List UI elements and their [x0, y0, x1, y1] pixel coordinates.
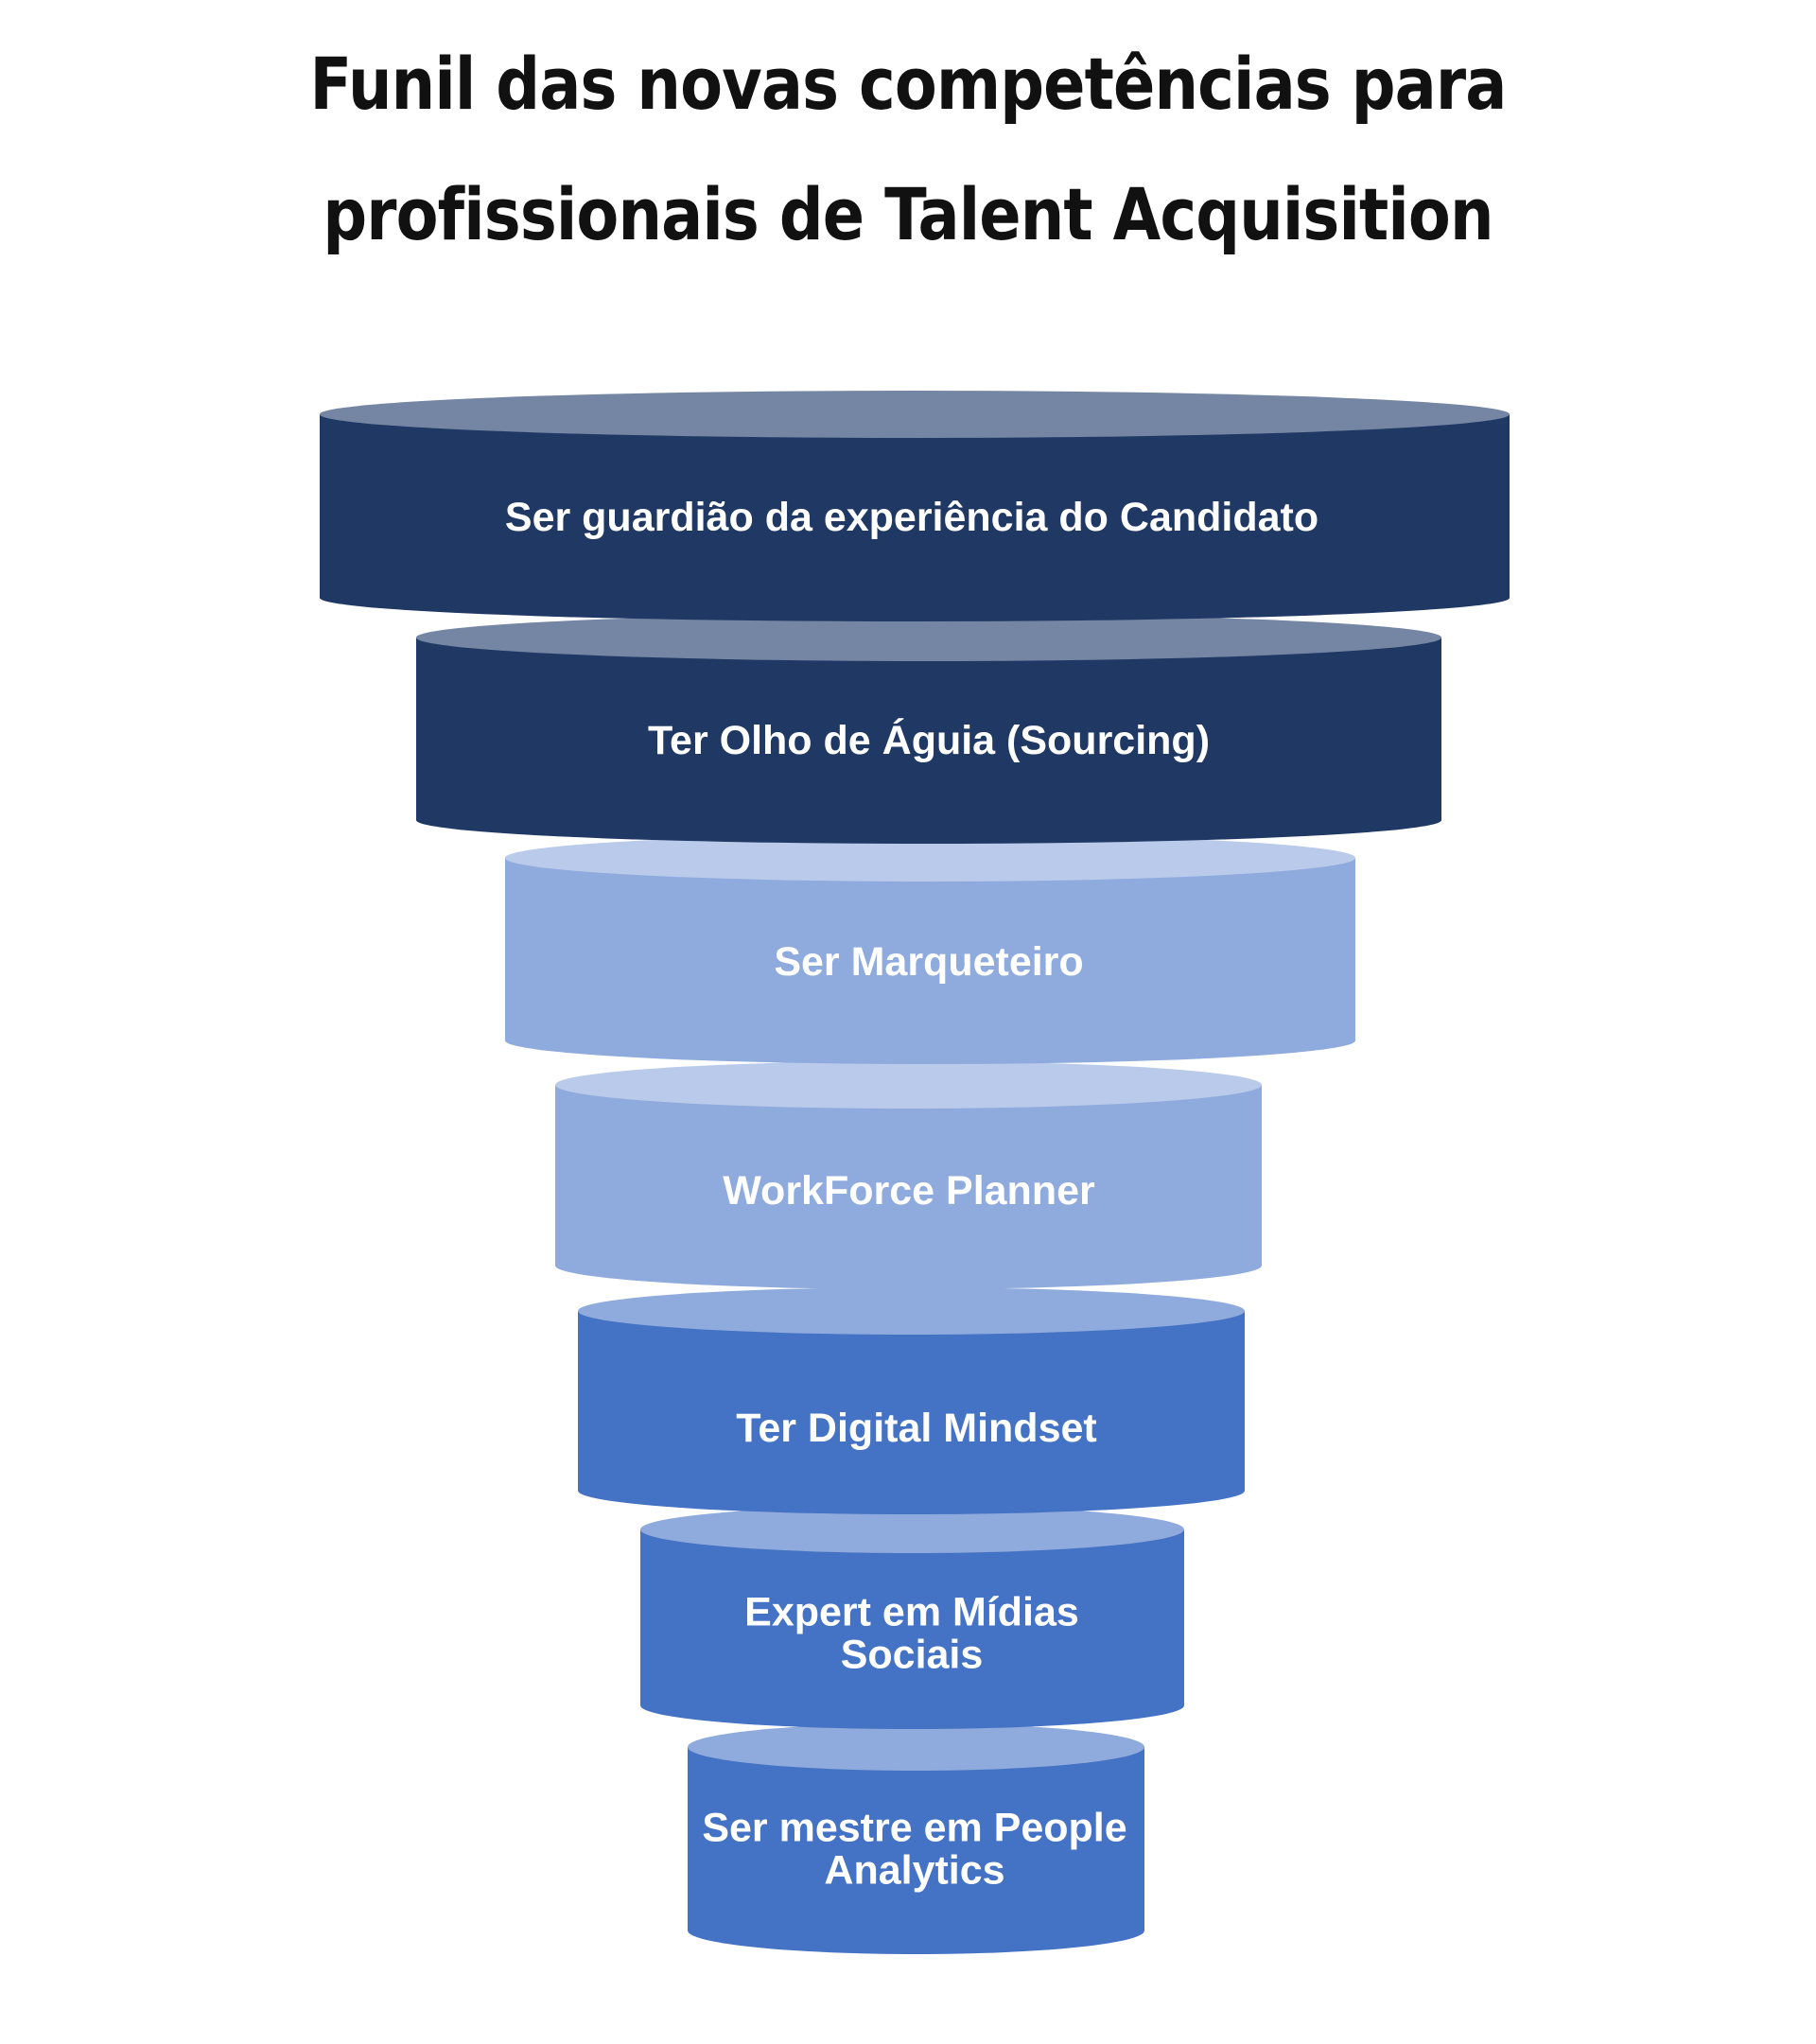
funnel-stage-label: Ter Digital Mindset — [736, 1406, 1096, 1451]
funnel-stage-top — [578, 1287, 1245, 1335]
funnel-stage-label-line: Ser guardião da experiência do Candidato — [505, 495, 1318, 540]
funnel-stage-1: Ser guardião da experiência do Candidato — [320, 391, 1510, 621]
funnel-stage-4: WorkForce Planner — [555, 1061, 1262, 1289]
title-line-1: Funil das novas competências para — [309, 42, 1507, 126]
funnel-stage-label-line: Ser Marqueteiro — [774, 939, 1083, 985]
funnel-stage-label: Ter Olho de Águia (Sourcing) — [648, 718, 1210, 763]
funnel-stage-top — [320, 391, 1510, 438]
funnel-stage-label-line: WorkForce Planner — [723, 1168, 1095, 1214]
funnel-stage-top — [505, 834, 1355, 882]
funnel-stage-label: WorkForce Planner — [723, 1168, 1095, 1214]
funnel-stage-label-line: Sociais — [841, 1633, 984, 1678]
funnel-stage-body — [505, 858, 1355, 1064]
funnel-stage-label-line: Ter Olho de Águia (Sourcing) — [648, 718, 1210, 763]
funnel-stage-label: Ser guardião da experiência do Candidato — [505, 495, 1318, 540]
funnel-stage-label-line: Ser mestre em People — [702, 1806, 1126, 1851]
funnel-stage-top — [688, 1723, 1144, 1771]
funnel-stage-label: Ser Marqueteiro — [774, 939, 1083, 985]
funnel-stage-body — [555, 1085, 1262, 1289]
funnel-stage-3: Ser Marqueteiro — [505, 834, 1355, 1064]
funnel-stage-top — [416, 614, 1441, 661]
funnel-stage-body — [640, 1529, 1184, 1729]
funnel-stage-body — [578, 1311, 1245, 1514]
funnel-stage-top — [555, 1061, 1262, 1109]
funnel-stage-top — [640, 1506, 1184, 1553]
funnel-stage-label-line: Analytics — [824, 1848, 1004, 1894]
funnel-stage-label-line: Expert em Mídias — [744, 1590, 1079, 1635]
funnel-stage-body — [688, 1747, 1144, 1954]
funnel-stage-5: Ter Digital Mindset — [578, 1287, 1245, 1514]
title-line-2: profissionais de Talent Acquisition — [323, 172, 1493, 256]
diagram-title: Funil das novas competências para profis… — [127, 19, 1688, 280]
funnel-stage-body — [416, 638, 1441, 844]
funnel-stage-2: Ter Olho de Águia (Sourcing) — [416, 614, 1441, 844]
funnel-stage-body — [320, 414, 1510, 621]
funnel-stage-label-line: Ter Digital Mindset — [736, 1406, 1096, 1451]
